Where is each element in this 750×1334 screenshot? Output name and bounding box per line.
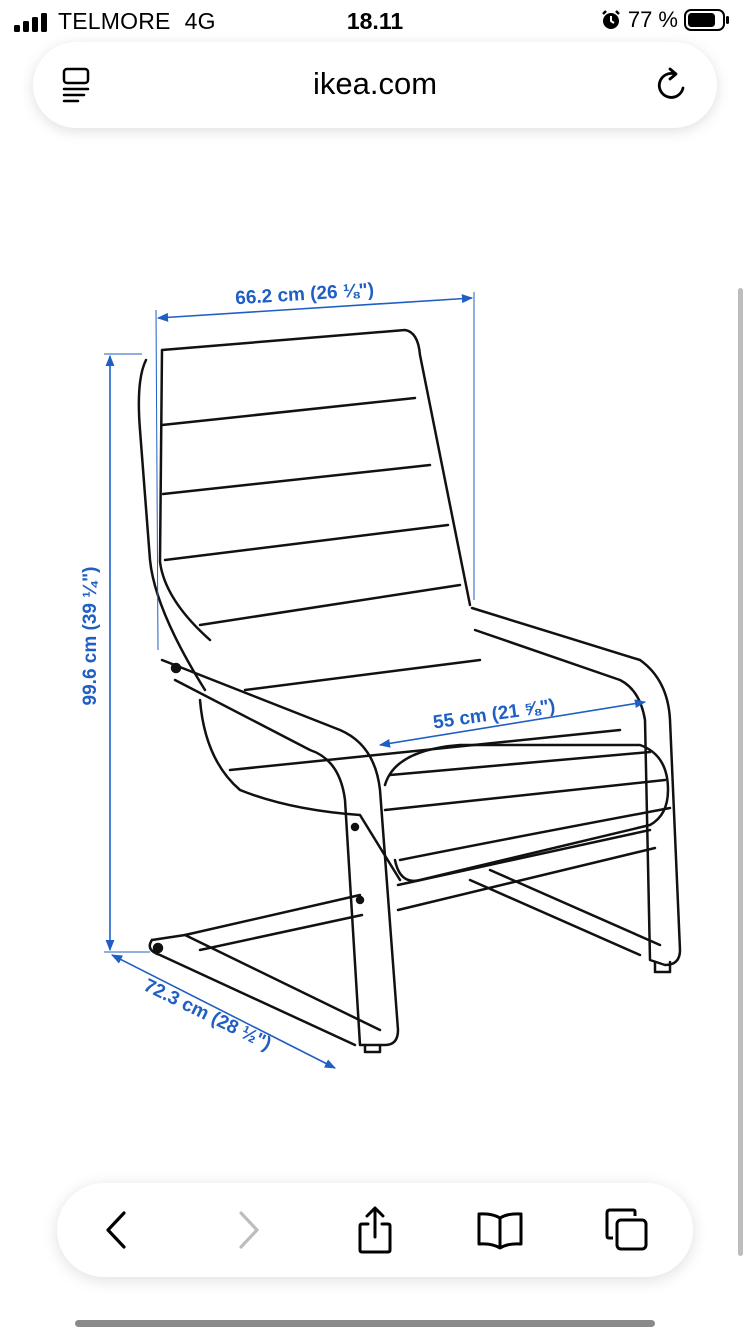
status-left: TELMORE 4G xyxy=(14,8,216,35)
share-icon xyxy=(358,1206,392,1254)
bookmarks-button[interactable] xyxy=(475,1205,525,1255)
status-bar: TELMORE 4G 18.11 77 % xyxy=(0,0,750,42)
back-button[interactable] xyxy=(92,1205,142,1255)
tabs-icon xyxy=(605,1208,648,1251)
depth-dimension-label: 72.3 cm (28 ½") xyxy=(140,975,274,1055)
address-bar[interactable]: ikea.com xyxy=(33,42,717,128)
seat-width-dimension-label: 55 cm (21 ⅝") xyxy=(432,696,557,734)
scrollbar[interactable] xyxy=(738,288,743,1256)
share-button[interactable] xyxy=(350,1205,400,1255)
bottom-toolbar xyxy=(57,1183,693,1277)
alarm-icon xyxy=(601,10,620,29)
back-icon xyxy=(106,1211,126,1249)
network-type: 4G xyxy=(184,8,216,34)
signal-icon xyxy=(14,12,47,32)
url-domain[interactable]: ikea.com xyxy=(312,66,438,101)
carrier-name: TELMORE xyxy=(58,8,171,34)
product-dimension-image: 66.2 cm (26 ⅛") 99.6 cm (39 ¼") 72.3 cm … xyxy=(0,150,750,1150)
page-menu-icon[interactable] xyxy=(60,67,94,103)
forward-button[interactable] xyxy=(223,1205,273,1255)
height-dimension-label: 99.6 cm (39 ¼") xyxy=(80,567,101,706)
battery-icon xyxy=(684,9,729,31)
home-indicator xyxy=(75,1320,655,1327)
reload-icon[interactable] xyxy=(655,66,691,104)
forward-icon xyxy=(239,1211,259,1249)
bookmarks-icon xyxy=(477,1212,523,1250)
battery-percent: 77 % xyxy=(627,7,678,32)
clock: 18.11 xyxy=(346,8,404,34)
status-right: 77 % xyxy=(600,7,730,33)
tabs-button[interactable] xyxy=(602,1205,652,1255)
chair-drawing: 66.2 cm (26 ⅛") 99.6 cm (39 ¼") 72.3 cm … xyxy=(80,280,682,1069)
